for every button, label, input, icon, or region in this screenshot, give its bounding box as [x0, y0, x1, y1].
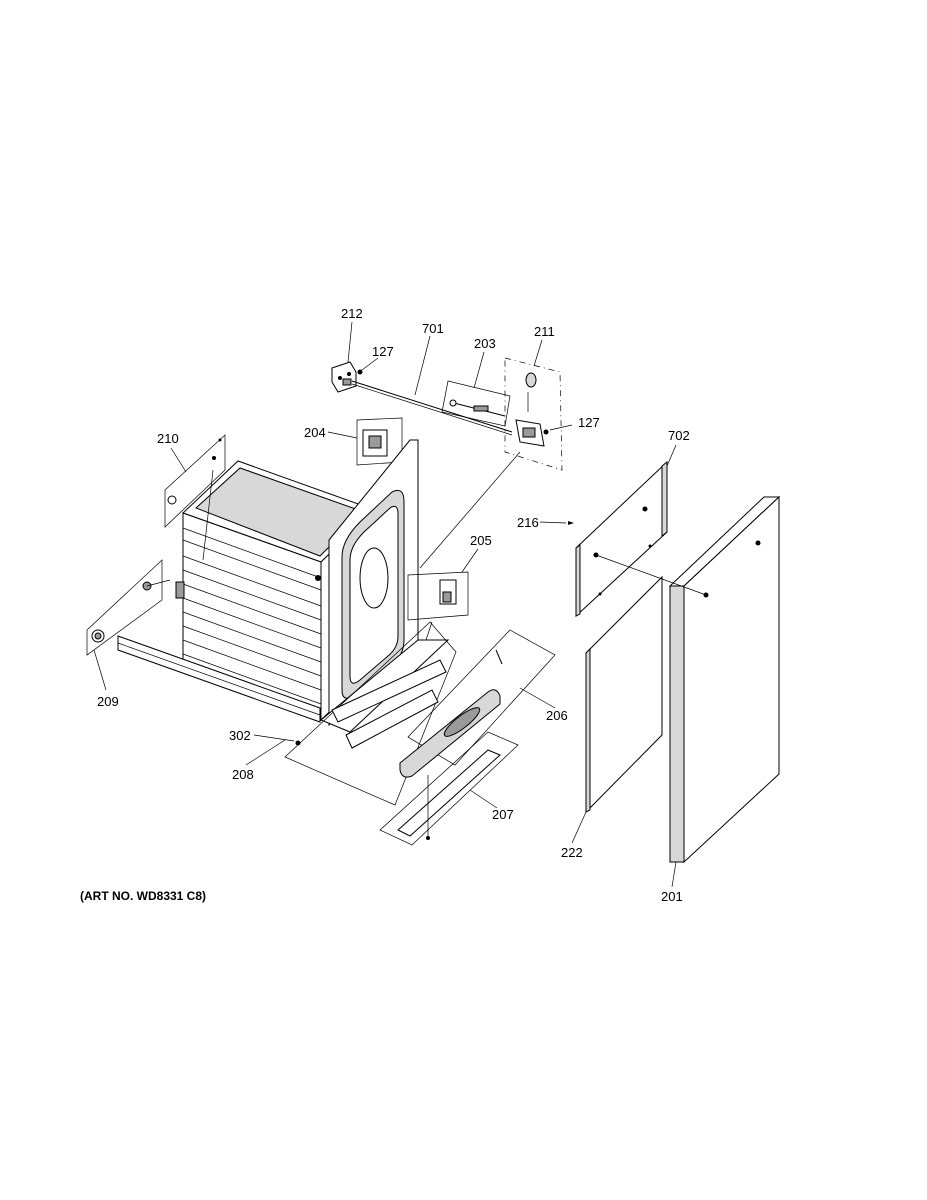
callout-206: 206 [546, 708, 568, 723]
bracket-210 [164, 434, 226, 528]
trim-207 [379, 731, 519, 846]
callout-209: 209 [97, 694, 119, 709]
door-inner-panel-702 [575, 460, 668, 618]
hinge-bracket-212 [331, 361, 357, 393]
assembly-lines [146, 451, 707, 641]
screw-127-right [543, 429, 549, 435]
callout-702: 702 [668, 428, 690, 443]
screw-216 [568, 521, 574, 525]
callout-203: 203 [474, 336, 496, 351]
leader-lines [93, 321, 677, 888]
kick-panel-208 [284, 621, 457, 806]
callout-labels: 212 127 701 203 211 127 204 210 702 216 … [97, 306, 690, 904]
callout-302: 302 [229, 728, 251, 743]
callout-212: 212 [341, 306, 363, 321]
rod-701 [351, 380, 513, 436]
latch-assembly-211 [504, 357, 563, 471]
screw-127-left [357, 369, 363, 375]
callout-222: 222 [561, 845, 583, 860]
callout-210: 210 [157, 431, 179, 446]
spring-assembly-203 [441, 380, 511, 427]
callout-207: 207 [492, 807, 514, 822]
callout-127-left: 127 [372, 344, 394, 359]
callout-204: 204 [304, 425, 326, 440]
callout-201: 201 [661, 889, 683, 904]
toe-kick-206 [399, 629, 556, 778]
door-panel-201 [668, 495, 781, 864]
bracket-205 [407, 571, 469, 621]
insulation-panel-222 [585, 575, 663, 814]
callout-701: 701 [422, 321, 444, 336]
foot-bracket-209 [86, 559, 163, 656]
callout-216: 216 [517, 515, 539, 530]
callout-208: 208 [232, 767, 254, 782]
callout-211: 211 [534, 324, 555, 339]
callout-205: 205 [470, 533, 492, 548]
art-number-label: (ART NO. WD8331 C8) [80, 889, 206, 903]
callout-127-right: 127 [578, 415, 600, 430]
